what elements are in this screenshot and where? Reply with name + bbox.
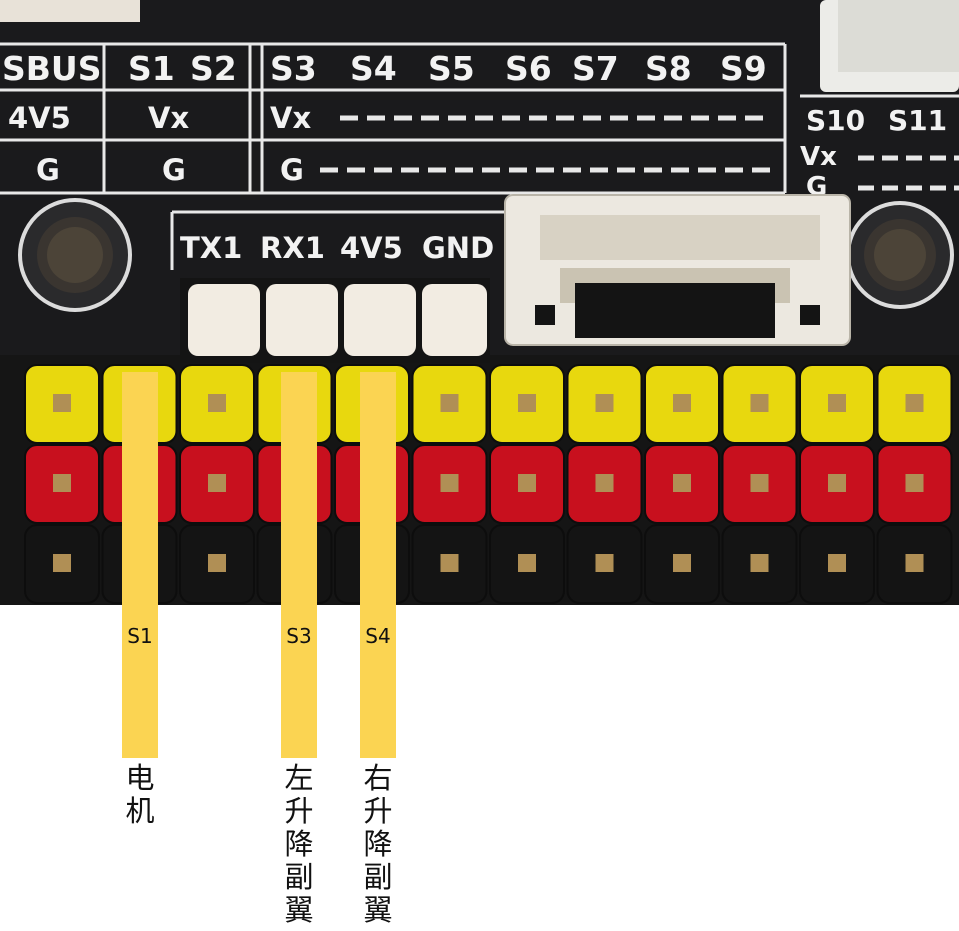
pin-pad-power-11 bbox=[828, 474, 846, 492]
wire-label-1: S1 bbox=[127, 624, 153, 648]
pin-pad-signal-7 bbox=[518, 394, 536, 412]
silk-s4: S4 bbox=[350, 49, 397, 88]
pin-pad-signal-12 bbox=[905, 394, 924, 412]
pin-pad-signal-3 bbox=[208, 394, 226, 412]
silk-g-right: G bbox=[280, 153, 304, 187]
silk-g-left: G bbox=[36, 153, 60, 187]
pin-pad-ground-8 bbox=[595, 554, 614, 572]
silk-tx1: TX1 bbox=[180, 231, 242, 265]
wire-function-2: 左升降副翼 bbox=[284, 761, 314, 927]
pin-pad-power-3 bbox=[208, 474, 226, 492]
left-screw bbox=[18, 198, 132, 312]
right-screw bbox=[846, 201, 954, 309]
silk-4v5: 4V5 bbox=[8, 101, 71, 135]
silk-4v5-uart: 4V5 bbox=[340, 231, 403, 265]
pin-pad-ground-1 bbox=[53, 554, 71, 572]
silk-gnd: GND bbox=[422, 231, 494, 265]
pin-pad-signal-9 bbox=[673, 394, 691, 412]
pin-pad-ground-9 bbox=[673, 554, 691, 572]
pin-pad-ground-7 bbox=[518, 554, 536, 572]
wire-label-2: S3 bbox=[286, 624, 312, 648]
silk-vx-mid: Vx bbox=[148, 101, 189, 135]
silk-s11: S11 bbox=[888, 104, 947, 137]
silk-s8: S8 bbox=[645, 49, 692, 88]
pin-pad-power-9 bbox=[673, 474, 691, 492]
wire-2 bbox=[281, 372, 317, 758]
pin-pad-ground-6 bbox=[440, 554, 459, 572]
wire-3 bbox=[360, 372, 396, 758]
pin-pad-signal-1 bbox=[53, 394, 71, 412]
silk-vx-right: Vx bbox=[270, 101, 311, 135]
silk-sbus: SBUS bbox=[2, 49, 101, 88]
pin-pad-signal-8 bbox=[595, 394, 614, 412]
jst-connector bbox=[504, 194, 851, 346]
pin-pad-power-7 bbox=[518, 474, 536, 492]
silk-s5: S5 bbox=[428, 49, 475, 88]
silk-rx1: RX1 bbox=[260, 231, 325, 265]
pin-pad-ground-11 bbox=[828, 554, 846, 572]
silkscreen-lines bbox=[0, 42, 959, 270]
pin-pad-power-6 bbox=[440, 474, 459, 492]
pin-pad-power-10 bbox=[750, 474, 769, 492]
wire-function-1: 电机 bbox=[125, 761, 155, 828]
pin-pad-ground-12 bbox=[905, 554, 924, 572]
uart-header bbox=[180, 278, 490, 363]
silk-s10: S10 bbox=[806, 104, 865, 137]
pin-pad-power-1 bbox=[53, 474, 71, 492]
silk-s7: S7 bbox=[572, 49, 619, 88]
pin-pad-power-8 bbox=[595, 474, 614, 492]
pin-pad-power-12 bbox=[905, 474, 924, 492]
silk-vx-side: Vx bbox=[800, 142, 837, 172]
silk-s2: S2 bbox=[190, 49, 237, 88]
silk-s1: S1 bbox=[128, 49, 175, 88]
wire-1 bbox=[122, 372, 158, 758]
wire-label-3: S4 bbox=[365, 624, 391, 648]
pin-pad-signal-6 bbox=[440, 394, 459, 412]
silk-s6: S6 bbox=[505, 49, 552, 88]
silk-s3: S3 bbox=[270, 49, 317, 88]
silk-g-mid: G bbox=[162, 153, 186, 187]
pin-pad-ground-10 bbox=[750, 554, 769, 572]
pin-pad-signal-11 bbox=[828, 394, 846, 412]
pin-pad-signal-10 bbox=[750, 394, 769, 412]
pin-pad-ground-3 bbox=[208, 554, 226, 572]
wire-function-3: 右升降副翼 bbox=[363, 761, 393, 927]
silk-s9: S9 bbox=[720, 49, 767, 88]
